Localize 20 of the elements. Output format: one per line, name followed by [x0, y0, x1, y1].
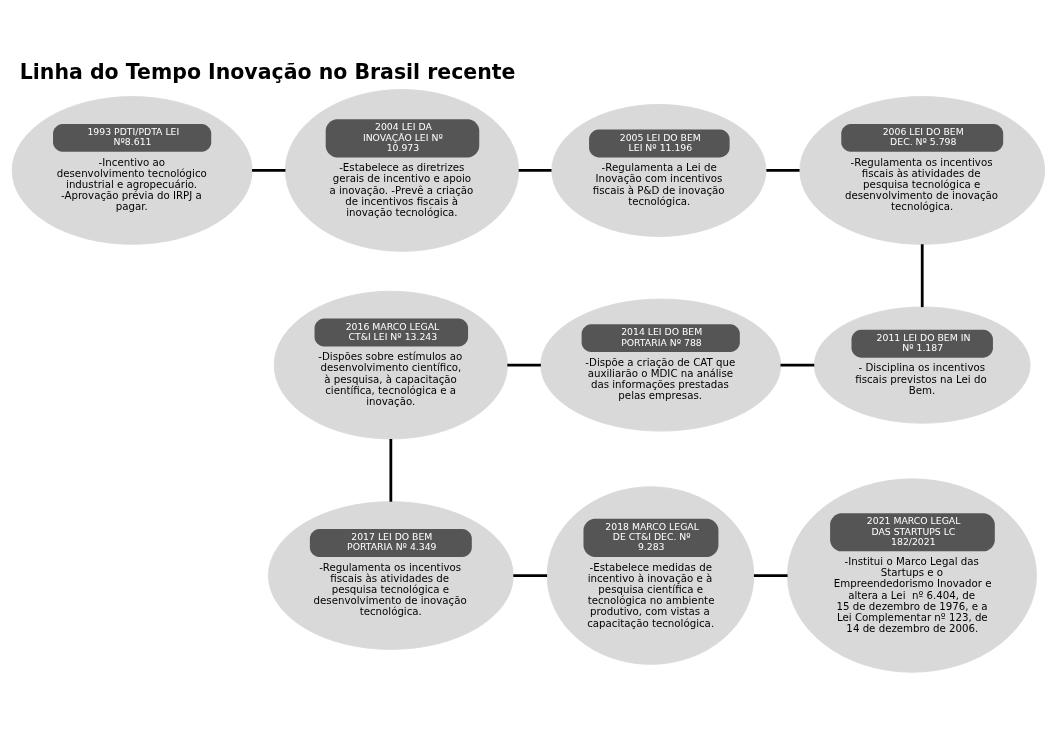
connector [507, 363, 541, 366]
node-ellipse: 2018 MARCO LEGAL DE CT&I DEC. Nº 9.283 -Estabelece medidas de incentivo à inovação e à pesquisa científica e tecnológica no ambiente produtivo, com vistas a capacitação tecnológica. [546, 485, 755, 665]
connector [766, 168, 800, 172]
connector [389, 438, 393, 502]
connector [513, 573, 548, 577]
node-ellipse: 2011 LEI DO BEM IN Nº 1.187 - Disciplina os incentivos fiscais previstos na Lei do Bem. [813, 306, 1031, 424]
connector [518, 168, 552, 172]
connector [920, 243, 924, 307]
connector [252, 168, 286, 172]
node-ellipse: 2017 LEI DO BEM PORTARIA Nº 4.349 -Regulamenta os incentivos fiscais às atividades de pesquisa tecnológica e desenvolvimento de inovação tecnológica. [267, 500, 514, 650]
node-ellipse: 2021 MARCO LEGAL DAS STARTUPS LC 182/2021 -Institui o Marco Legal das Startups e o Empreendedorismo Inovador e altera a Lei nº 6.404, de 15 de dezembro de 1976, e a Lei Complementar nº 123, de 14 de dezembro de 2006. [787, 477, 1037, 673]
diagram-title: Linha do Tempo Inovação no Brasil recente [19, 59, 516, 84]
node-ellipse: 2016 MARCO LEGAL CT&I LEI Nº 13.243 -Dispões sobre estímulos ao desenvolvimento científico, à pesquisa, à capacitação científica, tecnológica e a inovação. [273, 290, 508, 439]
node-ellipse: 2005 LEI DO BEM LEI Nº 11.196 -Regulamenta a Lei de Inovação com incentivos fiscais à P&D de inovação tecnológica. [551, 103, 767, 237]
connector [780, 363, 815, 366]
node-ellipse: 2004 LEI DA INOVAÇÃO LEI Nº 10.973 -Estabelece as diretrizes gerais de incentivo e apoio a inovação. -Prevê a criação de incentivos fiscais à inovação tecnológica. [284, 88, 520, 252]
node-ellipse: 2006 LEI DO BEM DEC. Nº 5.798 -Regulamenta os incentivos fiscais às atividades de pesquisa tecnológica e desenvolvimento de inovação tecnológica. [799, 95, 1046, 245]
node-ellipse: 2014 LEI DO BEM PORTARIA Nº 788 -Dispõe a criação de CAT que auxiliarão o MDIC na análise das informações prestadas pelas empresas. [540, 298, 782, 432]
connector [753, 573, 788, 577]
node-ellipse: 1993 PDTI/PDTA LEI Nº8.611 -Incentivo ao desenvolvimento tecnológico industrial e agropecuário. -Aprovação prévia do IRPJ a pagar. [11, 95, 253, 245]
